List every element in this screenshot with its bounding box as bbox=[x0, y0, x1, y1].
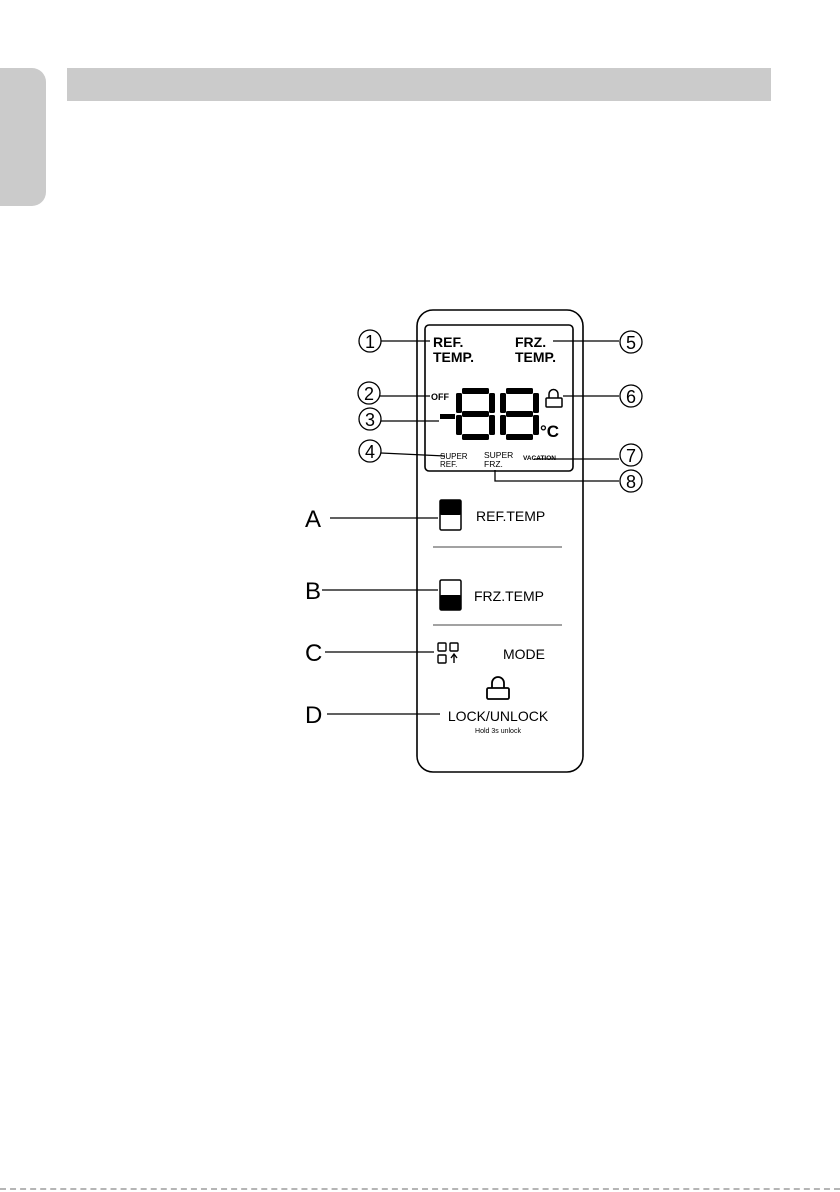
frz-temp-label-line2: TEMP. bbox=[515, 349, 556, 365]
digit-segment bbox=[506, 434, 533, 440]
super-frz-label-line2: FRZ. bbox=[484, 459, 503, 469]
frz-temp-button-label: FRZ.TEMP bbox=[474, 588, 544, 604]
callout-8: 8 bbox=[620, 470, 642, 492]
temperature-digits bbox=[456, 388, 539, 440]
digit-segment bbox=[489, 415, 495, 435]
callout-4: 4 bbox=[359, 440, 381, 462]
digit-segment bbox=[506, 388, 533, 394]
lock-unlock-button[interactable]: LOCK/UNLOCK Hold 3s unlock bbox=[448, 677, 549, 735]
digit-segment bbox=[489, 393, 495, 413]
ref-temp-label-line2: TEMP. bbox=[433, 349, 474, 365]
callout-a: A bbox=[305, 506, 321, 533]
page-bottom-rule bbox=[0, 1188, 840, 1190]
digit-segment bbox=[462, 411, 489, 417]
svg-text:7: 7 bbox=[626, 446, 636, 466]
callout-b: B bbox=[305, 578, 321, 605]
ref-temp-label-line1: REF. bbox=[433, 334, 463, 350]
callout-5: 5 bbox=[620, 331, 642, 353]
callout-c: C bbox=[305, 640, 322, 667]
digit-segment bbox=[500, 415, 506, 435]
lock-unlock-hint: Hold 3s unlock bbox=[475, 728, 521, 735]
svg-text:1: 1 bbox=[365, 332, 375, 352]
lock-icon bbox=[487, 677, 509, 699]
super-ref-label-line2: REF. bbox=[440, 460, 457, 469]
callout-7: 7 bbox=[620, 444, 642, 466]
digit-segment bbox=[462, 388, 489, 394]
svg-text:4: 4 bbox=[365, 442, 375, 462]
svg-text:6: 6 bbox=[626, 387, 636, 407]
svg-text:8: 8 bbox=[626, 472, 636, 492]
ref-temp-button[interactable]: REF.TEMP bbox=[440, 500, 545, 530]
off-indicator: OFF bbox=[431, 392, 449, 402]
frz-temp-button[interactable]: FRZ.TEMP bbox=[440, 580, 544, 610]
digit-segment bbox=[456, 393, 462, 413]
digit-segment bbox=[500, 393, 506, 413]
callout-d: D bbox=[305, 702, 322, 729]
svg-text:3: 3 bbox=[365, 410, 375, 430]
mode-button-label: MODE bbox=[503, 646, 545, 662]
display-lock-icon bbox=[546, 390, 562, 408]
callout-1: 1 bbox=[359, 330, 381, 352]
digit-segment bbox=[533, 415, 539, 435]
celsius-unit: °C bbox=[540, 422, 559, 441]
svg-text:5: 5 bbox=[626, 333, 636, 353]
frz-temp-label-line1: FRZ. bbox=[515, 334, 546, 350]
control-panel-outline bbox=[417, 310, 583, 772]
mode-button[interactable]: MODE bbox=[438, 643, 545, 663]
ref-temp-button-label: REF.TEMP bbox=[476, 508, 545, 524]
callout-6: 6 bbox=[620, 385, 642, 407]
digit-segment bbox=[506, 411, 533, 417]
mode-icon bbox=[438, 643, 458, 663]
lock-unlock-button-label: LOCK/UNLOCK bbox=[448, 708, 549, 724]
svg-text:2: 2 bbox=[364, 384, 374, 404]
digit-segment bbox=[456, 415, 462, 435]
callout-3: 3 bbox=[359, 408, 381, 430]
digit-segment bbox=[533, 393, 539, 413]
minus-segment bbox=[440, 414, 455, 419]
callout-2: 2 bbox=[358, 382, 380, 404]
digit-segment bbox=[462, 434, 489, 440]
